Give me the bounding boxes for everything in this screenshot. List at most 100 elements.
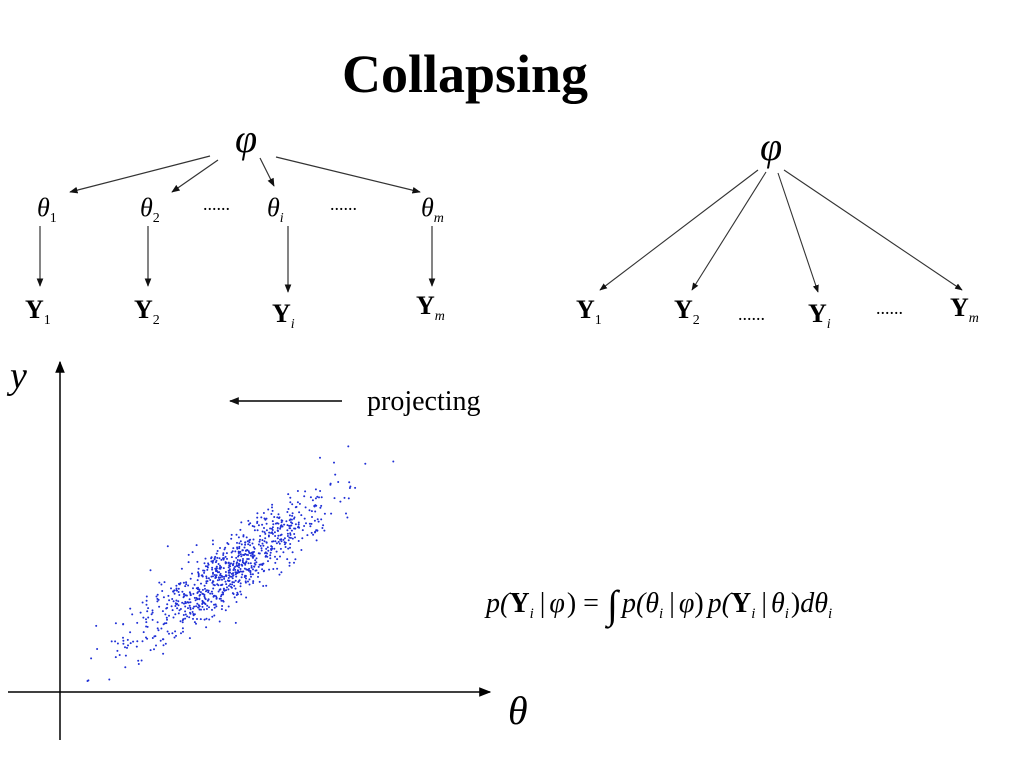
scatter-point <box>86 680 89 682</box>
scatter-point <box>163 581 166 584</box>
scatter-point <box>193 605 196 608</box>
scatter-point <box>208 618 211 621</box>
scatter-point <box>124 646 126 649</box>
scatter-point <box>277 540 280 543</box>
scatter-point <box>227 569 230 572</box>
scatter-point <box>271 532 274 535</box>
scatter-point <box>239 582 242 585</box>
projecting-label: projecting <box>367 386 481 417</box>
scatter-point <box>222 557 225 560</box>
scatter-point <box>132 640 135 643</box>
scatter-point <box>191 572 193 575</box>
scatter-point <box>286 511 289 513</box>
scatter-point <box>245 596 248 599</box>
scatter-point <box>219 572 222 575</box>
scatter-point <box>114 622 117 625</box>
scatter-point <box>187 561 190 564</box>
scatter-point <box>259 535 262 537</box>
scatter-point <box>283 523 286 526</box>
scatter-point <box>192 592 195 595</box>
scatter-point <box>212 595 215 598</box>
scatter-point <box>211 539 214 542</box>
scatter-point <box>229 565 232 568</box>
scatter-point <box>263 569 266 572</box>
scatter-point <box>347 445 350 448</box>
scatter-point <box>187 601 190 604</box>
scatter-point <box>270 513 273 515</box>
scatter-point <box>257 575 259 578</box>
scatter-point <box>251 551 254 554</box>
scatter-point <box>247 558 250 560</box>
scatter-point <box>293 561 295 564</box>
scatter-point <box>253 529 256 532</box>
scatter-point <box>230 556 233 559</box>
scatter-point <box>199 591 202 594</box>
scatter-point <box>354 486 357 489</box>
scatter-point <box>257 524 260 527</box>
scatter-point <box>274 561 277 564</box>
scatter-point <box>308 509 311 512</box>
scatter-point <box>185 581 188 584</box>
scatter-point <box>285 520 288 523</box>
scatter-point <box>266 555 269 558</box>
scatter-point <box>126 646 128 649</box>
scatter-point <box>172 600 175 603</box>
scatter-point <box>90 657 93 660</box>
scatter-point <box>227 579 230 582</box>
scatter-point <box>250 565 253 567</box>
scatter-point <box>256 520 259 523</box>
scatter-point <box>230 586 233 589</box>
scatter-point <box>254 563 257 566</box>
scatter-point <box>314 531 316 534</box>
scatter-point <box>175 634 177 637</box>
scatter-point <box>238 542 241 545</box>
left-edge-phi-thetam <box>275 156 421 194</box>
scatter-point <box>248 578 251 581</box>
scatter-point <box>203 602 206 605</box>
scatter-point <box>209 579 212 581</box>
scatter-point <box>164 642 167 645</box>
scatter-point <box>263 531 266 534</box>
scatter-point <box>329 482 332 485</box>
scatter-point <box>213 603 215 606</box>
scatter-point <box>238 566 240 569</box>
scatter-point <box>201 592 204 595</box>
scatter-point <box>229 562 232 565</box>
scatter-point <box>180 567 183 570</box>
scatter-point <box>251 542 254 545</box>
scatter-point <box>268 531 271 534</box>
scatter-point <box>174 630 177 633</box>
scatter-point <box>276 522 279 525</box>
scatter-point <box>232 560 235 563</box>
scatter-point <box>246 558 249 560</box>
scatter-point <box>230 572 233 575</box>
scatter-point <box>252 580 255 583</box>
scatter-point <box>234 573 237 576</box>
scatter-point <box>276 529 279 532</box>
scatter-point <box>301 537 304 540</box>
scatter-point <box>343 496 346 499</box>
scatter-point <box>210 560 213 563</box>
scatter-point <box>265 517 268 520</box>
scatter-point <box>122 636 124 639</box>
scatter-point <box>166 606 169 609</box>
right-dots-1: ...... <box>738 304 765 324</box>
scatter-point <box>239 553 242 556</box>
scatter-point <box>314 488 317 491</box>
scatter-point <box>210 556 213 559</box>
scatter-point <box>310 522 313 525</box>
scatter-point <box>314 497 317 500</box>
scatter-point <box>269 554 272 557</box>
scatter-point <box>154 635 157 638</box>
scatter-point <box>294 536 296 539</box>
scatter-point <box>245 553 248 556</box>
scatter-point <box>221 605 224 607</box>
scatter-point <box>311 499 314 502</box>
scatter-point <box>220 595 222 598</box>
scatter-point <box>203 596 206 599</box>
scatter-point <box>301 529 304 532</box>
scatter-point <box>151 609 154 612</box>
scatter-point <box>205 577 208 580</box>
scatter-point <box>201 575 204 578</box>
scatter-point <box>185 583 188 586</box>
